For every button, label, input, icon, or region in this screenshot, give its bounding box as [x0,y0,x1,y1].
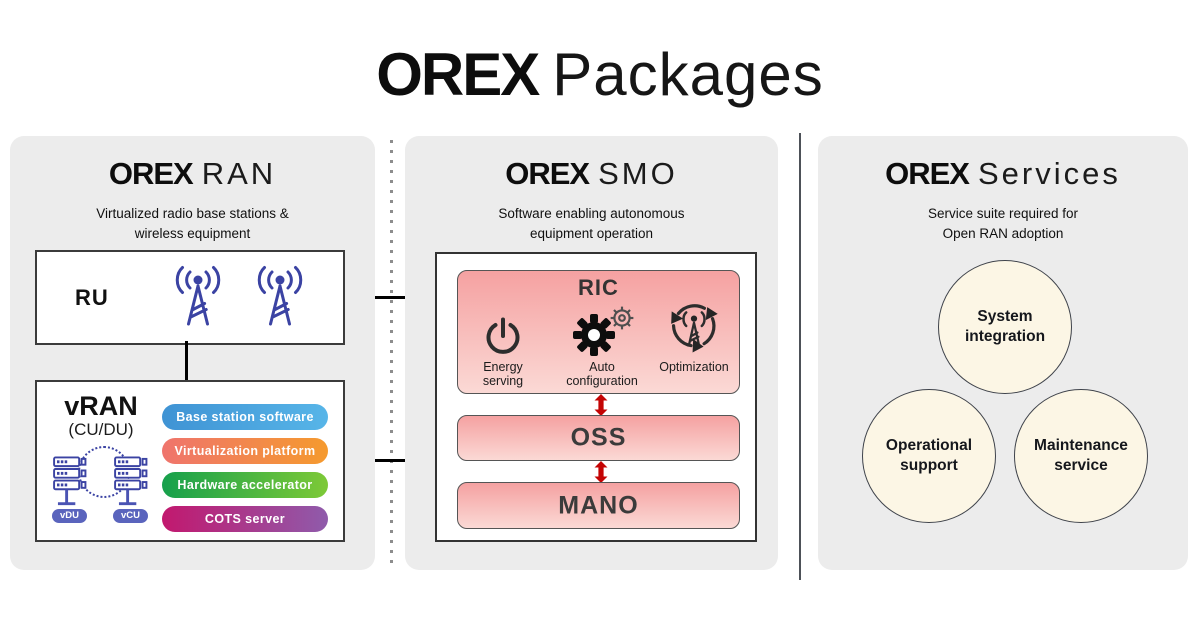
vran-sublabel: (CU/DU) [68,420,134,440]
service-circle-system-integration: System integration [938,260,1072,394]
feature-auto-configuration: Auto configuration [552,305,652,389]
vdu-badge: vDU [52,509,87,523]
smo-container-box: RIC Energy serving [435,252,757,542]
services-panel-subtitle: Service suite required for Open RAN adop… [927,206,1079,242]
antenna-icon [257,266,303,326]
dotted-divider [390,140,393,568]
feature-energy-serving: Energy serving [460,305,546,389]
orex-brand-logo: OREX [108,156,194,191]
ru-box: RU [35,250,345,345]
feature-label: Auto configuration [566,360,638,389]
double-arrow-icon [594,394,608,416]
solid-divider [799,133,801,580]
mano-label: MANO [558,491,639,519]
vran-label: vRAN [64,391,138,421]
orex-brand-logo: OREX [376,41,540,108]
service-circle-maintenance-service: Maintenance service [1014,389,1148,523]
oss-label: OSS [570,423,627,452]
orex-brand-logo: OREX [505,156,590,191]
vran-box: vRAN (CU/DU) [35,380,345,542]
vran-layer-2: Hardware accelerator [162,472,328,498]
smo-panel-subtitle: Software enabling autonomous equipment o… [498,206,685,242]
oss-box: OSS [457,415,740,461]
antenna-icon [175,266,221,326]
feature-label: Optimization [659,360,729,374]
connector-ru-vran [185,341,188,380]
vran-layer-1: Virtualization platform [162,438,328,464]
vcu-badge: vCU [113,509,148,523]
mano-box: MANO [457,482,740,529]
services-panel-name: Services [977,156,1121,191]
service-circle-operational-support: Operational support [862,389,996,523]
vran-layer-0: Base station software [162,404,328,430]
gear-icon [569,305,635,357]
ric-label: RIC [578,275,619,300]
power-icon [486,317,520,354]
optimization-icon [671,304,718,353]
feature-label: Energy serving [482,360,524,389]
ric-box: RIC Energy serving [457,270,740,394]
vran-layer-3: COTS server [162,506,328,532]
connector-vran-smo [345,459,435,462]
orex-brand-logo: OREX [885,156,970,191]
ru-label: RU [75,284,109,310]
server-icon [53,456,87,506]
server-icon [114,456,148,506]
double-arrow-icon [594,461,608,483]
smo-panel-name: SMO [598,156,678,191]
ran-panel-name: RAN [201,156,277,191]
page-title-product: Packages [552,41,824,108]
vran-title: vRAN (CU/DU) [45,392,157,440]
ran-panel-subtitle: Virtualized radio base stations & wirele… [96,206,289,242]
connector-ru-smo [345,296,435,299]
feature-optimization: Optimization [650,304,738,374]
